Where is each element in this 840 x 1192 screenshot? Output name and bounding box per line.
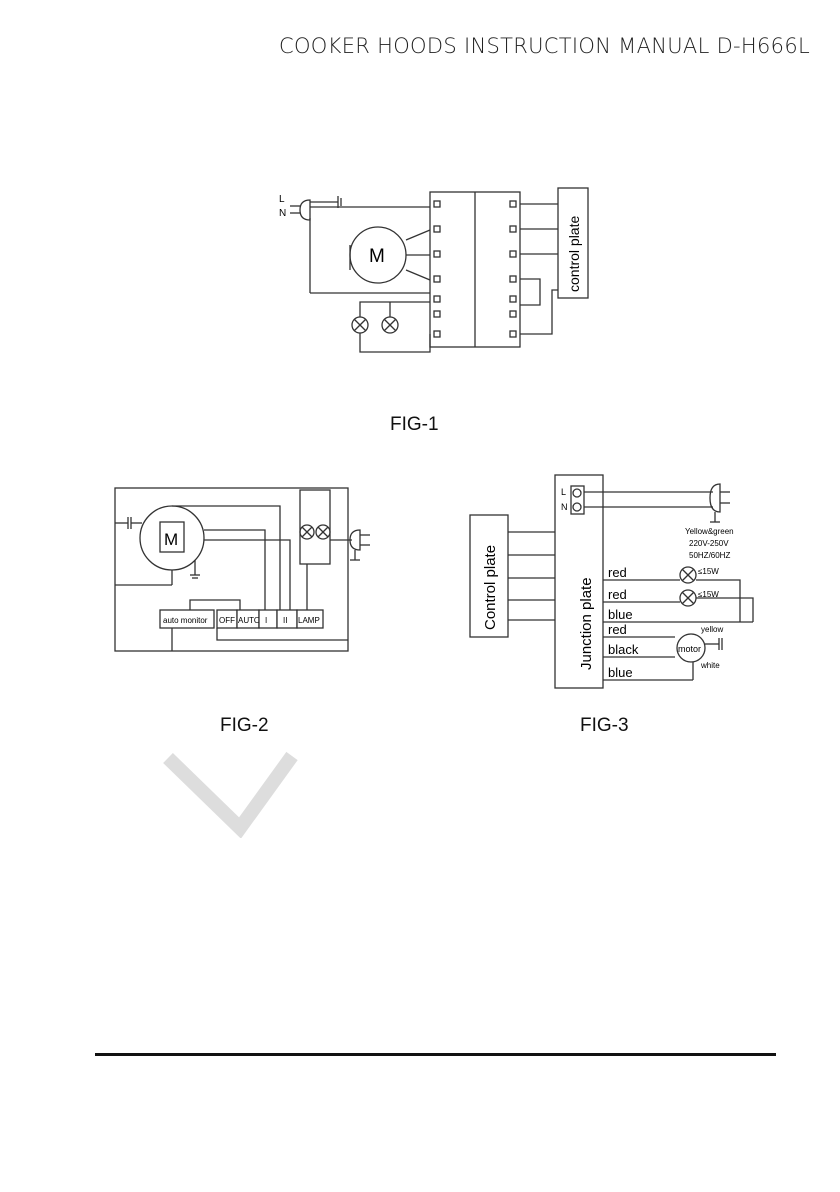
plug-icon	[710, 484, 720, 512]
wire-label: black	[608, 642, 639, 657]
fig2-auto-monitor: auto monitor	[163, 616, 208, 625]
fig1-control-label: control plate	[566, 216, 582, 292]
document-header: COOKER HOODS INSTRUCTION MANUAL D-H666L	[279, 34, 810, 58]
wire-label: red	[608, 622, 627, 637]
fig2-motor-label: M	[164, 530, 178, 549]
fig3-voltage: 220V-250V	[689, 539, 729, 548]
fig2-speed2: II	[283, 616, 287, 625]
fig3-freq: 50HZ/60HZ	[689, 551, 730, 560]
wire-label: blue	[608, 607, 633, 622]
plug-icon	[300, 200, 310, 220]
fig3-n-label: N	[561, 502, 568, 512]
fig3-ground-label: Yellow&green	[685, 527, 734, 536]
fig2-auto: AUTO	[238, 616, 260, 625]
plug-l-label: L	[279, 194, 285, 205]
fig3-lamp1: ≤15W	[698, 567, 719, 576]
plug-n-label: N	[279, 208, 286, 219]
fig3-diagram: Control plate Junction plate L N Yellow&…	[465, 470, 765, 695]
fig2-caption: FIG-2	[220, 715, 269, 737]
watermark-check	[160, 748, 300, 838]
fig2-off: OFF	[219, 616, 235, 625]
fig1-caption: FIG-1	[390, 414, 439, 436]
footer-rule	[95, 1053, 776, 1056]
fig2-lamp: LAMP	[298, 616, 320, 625]
fig2-speed1: I	[265, 616, 267, 625]
fig3-caption: FIG-3	[580, 715, 629, 737]
fig3-motor-label: motor	[678, 644, 701, 654]
wire-label: red	[608, 587, 627, 602]
wire-label: blue	[608, 665, 633, 680]
fig2-diagram: M auto monitor OFF AUTO I II LAMP	[110, 480, 390, 670]
fig3-junction-label: Junction plate	[578, 577, 595, 670]
fig3-white-label: white	[700, 661, 720, 670]
fig1-diagram: L N M control plate	[270, 180, 600, 380]
fig3-control-label: Control plate	[482, 545, 499, 630]
fig1-motor-label: M	[369, 246, 385, 267]
fig3-yellow-label: yellow	[701, 625, 723, 634]
fig3-l-label: L	[561, 487, 566, 497]
wire-label: red	[608, 565, 627, 580]
